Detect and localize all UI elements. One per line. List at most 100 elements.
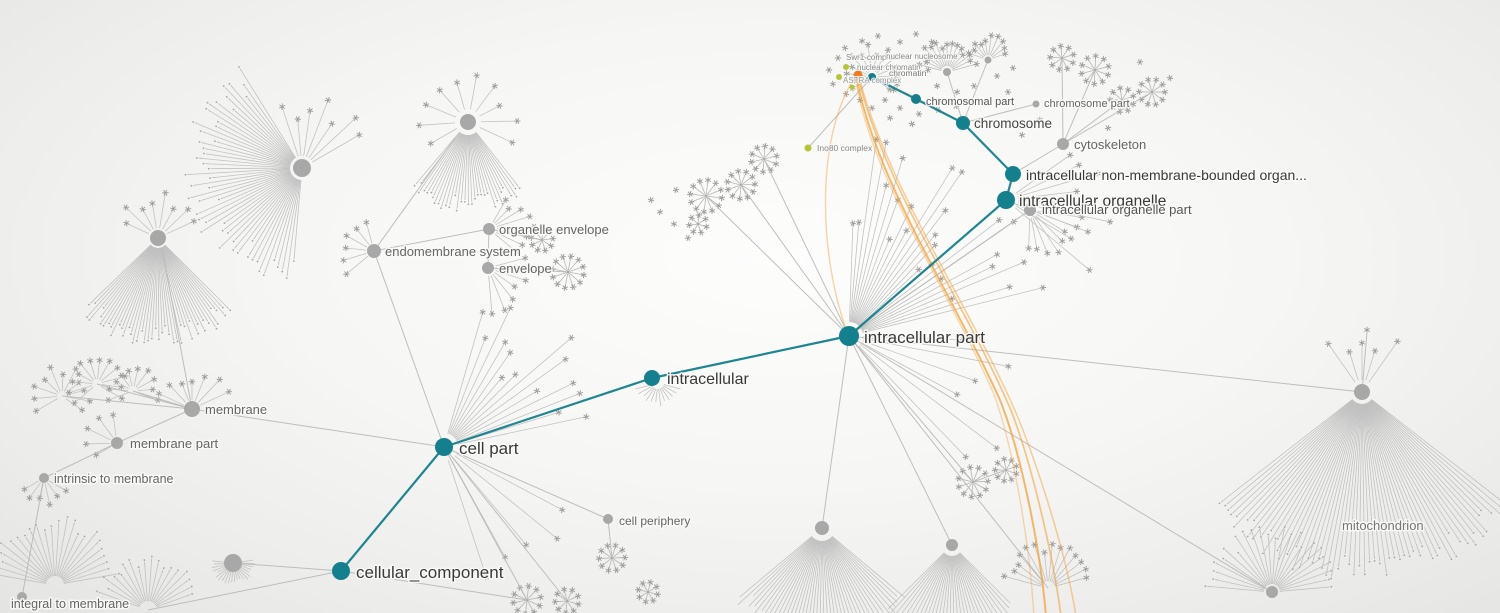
label-chromosomal-part[interactable]: chromosomal part: [925, 95, 1016, 110]
term-node-gray[interactable]: [111, 437, 123, 449]
edge-line: [876, 80, 890, 90]
edge-line: [642, 600, 649, 604]
edge-line: [1112, 91, 1121, 99]
term-node-gray[interactable]: [150, 230, 166, 246]
label-intracellular[interactable]: intracellular: [666, 370, 751, 390]
edge-line: [1049, 56, 1061, 59]
edge-line: [973, 62, 980, 66]
edge-line: [507, 350, 514, 355]
edge-line: [340, 258, 347, 262]
edge-line: [29, 482, 41, 499]
highlight-node-lime[interactable]: [836, 74, 842, 80]
scattered-leaf-stars: [647, 30, 1371, 334]
edge-line: [971, 83, 977, 89]
leaf-tick-dot: [1283, 526, 1286, 528]
term-node-gray[interactable]: [460, 114, 476, 130]
term-node-gray[interactable]: [17, 592, 27, 602]
edge-line: [193, 184, 197, 186]
label-chromosome[interactable]: chromosome: [973, 115, 1054, 133]
highlight-node-lime[interactable]: [804, 144, 812, 152]
edge-line: [154, 575, 184, 604]
edge-line: [135, 370, 149, 388]
term-node-gray[interactable]: [184, 401, 200, 417]
edge-line: [443, 446, 568, 602]
leaf-tick-dot: [281, 270, 284, 273]
edge-line: [77, 361, 84, 365]
edge-line: [1280, 402, 1357, 535]
term-node-gray[interactable]: [293, 159, 311, 177]
edge-line: [842, 45, 848, 51]
node-cell-part[interactable]: [435, 438, 453, 456]
edge-line: [1083, 575, 1090, 580]
edge-line: [1218, 579, 1265, 591]
node-chromosome[interactable]: [956, 116, 970, 130]
edge-line: [352, 117, 359, 119]
node-intracellular-organelle[interactable]: [997, 191, 1015, 209]
term-node-gray[interactable]: [367, 244, 381, 258]
edge-line: [690, 193, 705, 197]
leaf-tick-dot: [258, 270, 261, 272]
term-node-gray[interactable]: [482, 262, 494, 274]
edge-line: [924, 68, 932, 72]
node-chromosomal-part[interactable]: [911, 94, 921, 104]
term-node-gray[interactable]: [815, 521, 829, 535]
edge-line: [862, 340, 976, 382]
edge-line: [31, 397, 38, 401]
node-intracellular-part[interactable]: [839, 326, 859, 346]
highlight-node-orange[interactable]: [853, 70, 863, 80]
edge-line: [736, 196, 743, 202]
edge-line: [1365, 403, 1421, 542]
edge-line: [342, 245, 349, 251]
node-chromatin-hub[interactable]: [868, 73, 876, 81]
edge-line: [1107, 97, 1113, 102]
leaf-tick-dot: [190, 585, 193, 588]
edge-line: [373, 228, 490, 252]
edge-line: [513, 249, 520, 254]
edge-line: [148, 247, 158, 336]
term-node-gray[interactable]: [943, 68, 951, 76]
edge-line: [574, 594, 582, 598]
edge-line: [1318, 557, 1322, 561]
node-cellular-component[interactable]: [332, 562, 350, 580]
leaf-tick-dot: [208, 186, 211, 189]
edge-line: [565, 602, 568, 613]
term-node-gray[interactable]: [39, 473, 49, 483]
label-intracellular-non-membrane-bounded-organ[interactable]: intracellular non-membrane-bounded organ…: [1025, 166, 1309, 185]
edge-line: [942, 555, 952, 613]
highlight-node-lime[interactable]: [849, 84, 855, 90]
edge-line: [1255, 401, 1356, 535]
leaf-tick-dot: [423, 189, 426, 192]
edge-line: [861, 342, 958, 395]
edge-line: [693, 206, 699, 212]
term-node-gray[interactable]: [483, 223, 495, 235]
leaf-tick-dot: [1318, 557, 1320, 560]
term-node-gray[interactable]: [1024, 204, 1036, 216]
label-cell-part[interactable]: cell part: [458, 438, 521, 460]
edge-line: [253, 254, 256, 259]
term-node-gray[interactable]: [603, 514, 613, 524]
leaf-tick-dot: [215, 101, 218, 104]
term-node-gray[interactable]: [1354, 384, 1370, 400]
term-node-gray[interactable]: [224, 554, 242, 572]
term-node-gray[interactable]: [984, 56, 992, 64]
term-node-gray[interactable]: [946, 539, 958, 551]
highlight-node-lime[interactable]: [843, 64, 849, 70]
edge-line: [81, 387, 87, 394]
label-intracellular-part[interactable]: intracellular part: [863, 327, 987, 349]
edge-line: [190, 168, 291, 175]
edge-line: [862, 338, 1009, 367]
term-node-gray[interactable]: [1032, 100, 1040, 108]
node-intracellular-non-membrane-bounded-organelle[interactable]: [1005, 166, 1021, 182]
label-cellular-component[interactable]: cellular_component: [355, 562, 506, 584]
term-node-gray[interactable]: [1057, 138, 1069, 150]
edge-line: [1041, 549, 1047, 556]
edge-line: [1235, 522, 1239, 526]
label-intracellular-organelle[interactable]: intracellular organelle: [1018, 192, 1168, 212]
edge-line: [454, 80, 460, 85]
edge-line: [1110, 89, 1116, 95]
edge-line: [1331, 403, 1361, 574]
node-intracellular[interactable]: [644, 370, 660, 386]
term-node-gray[interactable]: [1266, 586, 1278, 598]
